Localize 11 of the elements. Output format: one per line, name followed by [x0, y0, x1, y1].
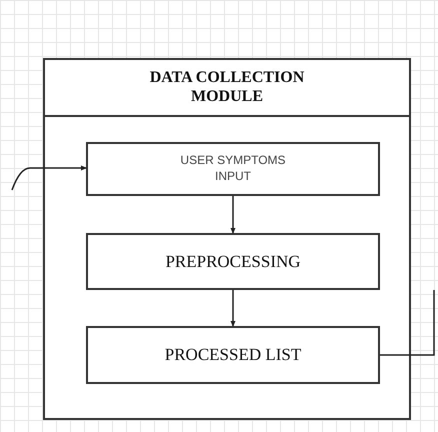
- process-box: [86, 233, 380, 290]
- connector-arrow: [230, 290, 236, 327]
- box-label: PREPROCESSING: [165, 252, 301, 272]
- process-box: [86, 326, 380, 384]
- process-box: [86, 142, 380, 196]
- box-label: USER SYMPTOMS INPUT: [179, 153, 287, 185]
- module-title: DATA COLLECTION MODULE: [148, 69, 306, 106]
- connector-arrow: [11, 166, 87, 190]
- connector-arrow: [230, 196, 236, 234]
- module-container: [43, 58, 411, 420]
- box-label: PROCESSED LIST: [164, 345, 302, 365]
